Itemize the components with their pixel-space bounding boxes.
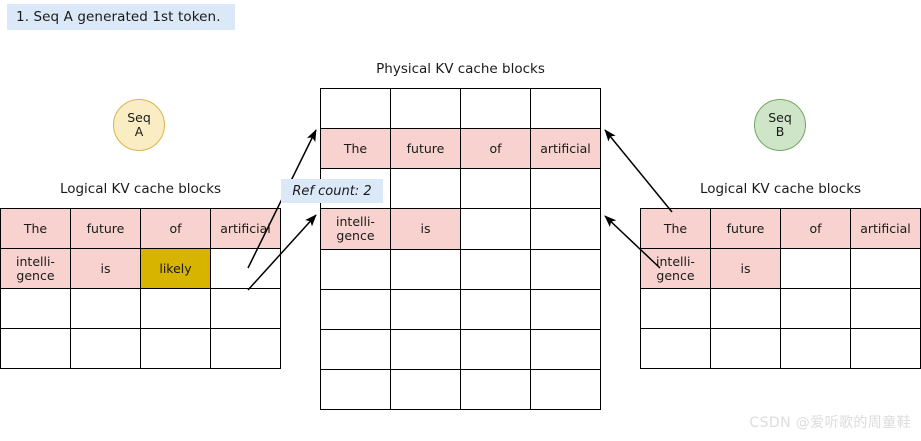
- kv-cell: [641, 289, 711, 329]
- seq-a-bubble: Seq A: [113, 99, 165, 151]
- kv-cell: [781, 249, 851, 289]
- kv-cell: [851, 329, 921, 369]
- kv-cell: [531, 249, 601, 290]
- kv-cell: [321, 89, 391, 130]
- seq-b-label-line2: B: [775, 124, 785, 139]
- kv-cell: [71, 329, 141, 369]
- kv-cell-token: of: [489, 140, 502, 156]
- kv-cell: [461, 369, 531, 410]
- watermark: CSDN @爱听歌的周童鞋: [749, 415, 911, 431]
- kv-cell: [711, 329, 781, 369]
- kv-cell: [211, 249, 281, 289]
- step-caption-text: 1. Seq A generated 1st token.: [16, 9, 221, 25]
- kv-cell: [711, 289, 781, 329]
- kv-cell: [391, 249, 461, 290]
- kv-cell: [461, 209, 531, 250]
- kv-cell: [531, 289, 601, 330]
- kv-cell: [641, 329, 711, 369]
- seq-a-label-line2: A: [134, 124, 144, 139]
- kv-cell-token: future: [726, 220, 765, 236]
- kv-cell: likely: [141, 249, 211, 289]
- kv-cell-token: of: [809, 220, 822, 236]
- kv-cell: [1, 329, 71, 369]
- step-caption-box: 1. Seq A generated 1st token.: [7, 4, 235, 30]
- kv-cell: The: [1, 209, 71, 249]
- kv-cell: [461, 169, 531, 210]
- logical-blocks-a-title: Logical KV cache blocks: [59, 181, 222, 197]
- kv-cell: artificial: [211, 209, 281, 249]
- kv-cell-token: is: [100, 260, 111, 276]
- kv-cell: [531, 369, 601, 410]
- kv-cell: [531, 209, 601, 250]
- kv-cell: [211, 289, 281, 329]
- kv-cell-token: intelli-gence: [16, 253, 55, 283]
- kv-cell: [211, 329, 281, 369]
- kv-cell: artificial: [531, 129, 601, 170]
- kv-cell-token: is: [420, 220, 431, 236]
- kv-cell: future: [71, 209, 141, 249]
- kv-cell-token: artificial: [220, 220, 271, 236]
- kv-cell: [781, 329, 851, 369]
- kv-cell: [321, 369, 391, 410]
- kv-cell-token: The: [23, 220, 48, 236]
- kv-cell: The: [641, 209, 711, 249]
- kv-cell: [141, 329, 211, 369]
- kv-cell: [781, 289, 851, 329]
- logical-kv-grid-a: The future of artificial intelli-gence is like…: [0, 208, 281, 369]
- kv-cell-token: future: [406, 140, 445, 156]
- kv-cell-token: intelli-gence: [336, 213, 375, 243]
- seq-b-bubble: Seq B: [754, 99, 806, 151]
- kv-cell: is: [391, 209, 461, 250]
- physical-kv-grid: The future of artificial intelli-gence is: [320, 88, 601, 410]
- kv-cell: is: [711, 249, 781, 289]
- kv-cell: [461, 329, 531, 370]
- kv-cell: future: [391, 129, 461, 170]
- kv-cell: of: [781, 209, 851, 249]
- kv-cell-token: The: [663, 220, 688, 236]
- kv-cell-token: artificial: [540, 140, 591, 156]
- kv-cell-token: is: [740, 260, 751, 276]
- kv-cell: [461, 249, 531, 290]
- kv-cell: artificial: [851, 209, 921, 249]
- logical-kv-grid-b: The future of artificial intelli-gence is: [640, 208, 921, 369]
- kv-cell: The: [321, 129, 391, 170]
- kv-cell-token: likely: [159, 260, 192, 276]
- kv-cell-token: future: [86, 220, 125, 236]
- seq-b-label-line1: Seq: [768, 109, 792, 125]
- kv-cell-token: artificial: [860, 220, 911, 236]
- kv-cell: intelli-gence: [321, 209, 391, 250]
- kv-cell: [391, 289, 461, 330]
- kv-cell: [461, 289, 531, 330]
- kv-cell: [461, 89, 531, 130]
- kv-cell: [531, 329, 601, 370]
- kv-cell: [391, 369, 461, 410]
- kv-cell: [71, 289, 141, 329]
- kv-cell: [1, 289, 71, 329]
- kv-cell: [391, 89, 461, 130]
- logical-blocks-b-title: Logical KV cache blocks: [699, 181, 862, 197]
- physical-blocks-title: Physical KV cache blocks: [376, 61, 545, 77]
- kv-cell: is: [71, 249, 141, 289]
- kv-cell: [321, 329, 391, 370]
- kv-cell: [391, 329, 461, 370]
- kv-cell: future: [711, 209, 781, 249]
- arrow-b-block0: [604, 129, 673, 213]
- kv-cell: [531, 169, 601, 210]
- kv-cell: [141, 289, 211, 329]
- kv-cell: [851, 249, 921, 289]
- kv-cell: [531, 89, 601, 130]
- kv-cell-token: The: [343, 140, 368, 156]
- kv-cell: [391, 169, 461, 210]
- kv-cell: [321, 249, 391, 290]
- seq-a-label-line1: Seq: [127, 109, 151, 125]
- kv-cell-token: intelli-gence: [656, 253, 695, 283]
- kv-cell-token: of: [169, 220, 182, 236]
- kv-cell: [321, 289, 391, 330]
- kv-cell: intelli-gence: [641, 249, 711, 289]
- kv-cell: of: [461, 129, 531, 170]
- ref-count-callout: Ref count: 2: [281, 179, 383, 203]
- kv-cell: [851, 289, 921, 329]
- kv-cell: of: [141, 209, 211, 249]
- kv-cell: intelli-gence: [1, 249, 71, 289]
